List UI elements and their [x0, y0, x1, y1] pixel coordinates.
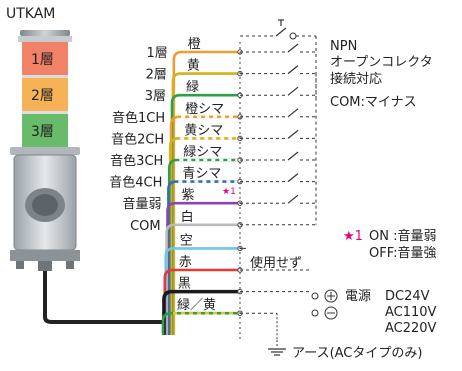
- signal-name-label: 2層: [146, 68, 167, 83]
- wire-signal-6: [167, 180, 240, 335]
- power-label: 電源: [345, 289, 371, 304]
- switch-contact-icon: [287, 129, 299, 139]
- wire-color-label: 黒: [178, 277, 191, 292]
- switch-contact-icon: [287, 194, 299, 204]
- signal-name-label: 3層: [145, 89, 166, 104]
- tower-layer-1-label: 1層: [31, 52, 54, 68]
- wire-color-label: 黄シマ: [184, 123, 223, 138]
- signal-tower: 1層 2層 3層: [10, 30, 80, 271]
- wire-signal-1: [171, 72, 240, 335]
- wire-color-label: 赤: [179, 255, 192, 270]
- wire-color-label: 橙: [188, 37, 201, 52]
- unused-label: 使用せず: [250, 255, 302, 271]
- power-ac110v: AC110V: [385, 305, 437, 320]
- signal-name-label: 音量弱: [122, 196, 161, 212]
- wire-color-label: 青シマ: [182, 167, 221, 182]
- switch-contact-icon: [287, 108, 299, 118]
- wire-color-label: 白: [181, 209, 194, 225]
- wire-color-label: 緑／黄: [177, 298, 216, 313]
- wire-signal-5: [168, 158, 240, 335]
- main-cable: [43, 271, 162, 324]
- power-terminals: [311, 289, 338, 320]
- tower-collar: [18, 36, 72, 42]
- wire-color-label: 黄: [187, 59, 200, 74]
- ground-label: アース(ACタイプのみ): [292, 346, 422, 361]
- tower-layer-2-label: 2層: [31, 88, 54, 104]
- open-collector-label: オープンコレクタ: [330, 55, 433, 70]
- npn-switch-group: [240, 19, 317, 102]
- wire-signal-8: [165, 223, 240, 335]
- signal-name-label: 音色2CH: [111, 131, 164, 147]
- tower-layer-3: [22, 114, 68, 147]
- tower-layer-3-label: 3層: [31, 124, 54, 140]
- wire-signal-4: [168, 137, 240, 335]
- switch-contact-icon: [287, 43, 299, 53]
- wire-power-10: [163, 268, 240, 335]
- wire-signal-0: [172, 50, 240, 335]
- wire-color-label: 緑シマ: [183, 145, 222, 160]
- note-star: ★1: [343, 229, 363, 244]
- tower-layer-2: [22, 78, 68, 111]
- ground-icon: [268, 340, 286, 356]
- switch-contacts: ★1: [222, 43, 317, 340]
- switch-contact-icon: [287, 65, 299, 75]
- note-off: OFF:音量強: [369, 245, 437, 261]
- note-on: ON :音量弱: [369, 228, 436, 244]
- wire-signal-2: [170, 93, 240, 335]
- switch-contact-icon: [287, 173, 299, 183]
- wire-power-9: [164, 247, 240, 335]
- power-dc24v: DC24V: [385, 289, 430, 304]
- wire-color-label: 空: [180, 233, 193, 248]
- com-minus-label: COM:マイナス: [330, 95, 417, 110]
- tower-layer-1: [22, 42, 68, 75]
- tower-mount: [10, 250, 80, 261]
- wire-signal-3: [169, 115, 240, 335]
- terminal-circle-icon: [289, 32, 297, 40]
- signal-name-label: 音色4CH: [109, 175, 162, 191]
- wire-color-label: 橙シマ: [185, 102, 224, 117]
- signal-name-label: COM: [130, 219, 161, 234]
- npn-label: NPN: [330, 39, 357, 54]
- product-title: UTKAM: [6, 6, 55, 22]
- connection-label: 接続対応: [330, 71, 382, 87]
- switch-contact-icon: [287, 151, 299, 161]
- plus-icon: [324, 289, 338, 303]
- wire-power-12: [161, 311, 240, 335]
- star-marker: ★1: [222, 187, 236, 197]
- wire-power-11: [162, 289, 240, 335]
- minus-icon: [324, 306, 338, 320]
- terminal-circle-icon: [311, 292, 319, 300]
- terminal-circle-icon: [311, 309, 319, 317]
- signal-name-label: 音色3CH: [110, 153, 163, 169]
- tower-base-ring: [10, 147, 80, 155]
- wire-color-label: 緑: [186, 80, 199, 95]
- signal-name-label: 1層: [147, 46, 168, 61]
- power-ac220v: AC220V: [385, 321, 437, 336]
- signal-name-label: 音色1CH: [112, 110, 165, 126]
- switch-contact-icon: [287, 86, 299, 96]
- wire-signal-7: [166, 201, 240, 335]
- wire-color-label: 紫: [182, 188, 195, 203]
- tower-top-cap: [20, 30, 70, 36]
